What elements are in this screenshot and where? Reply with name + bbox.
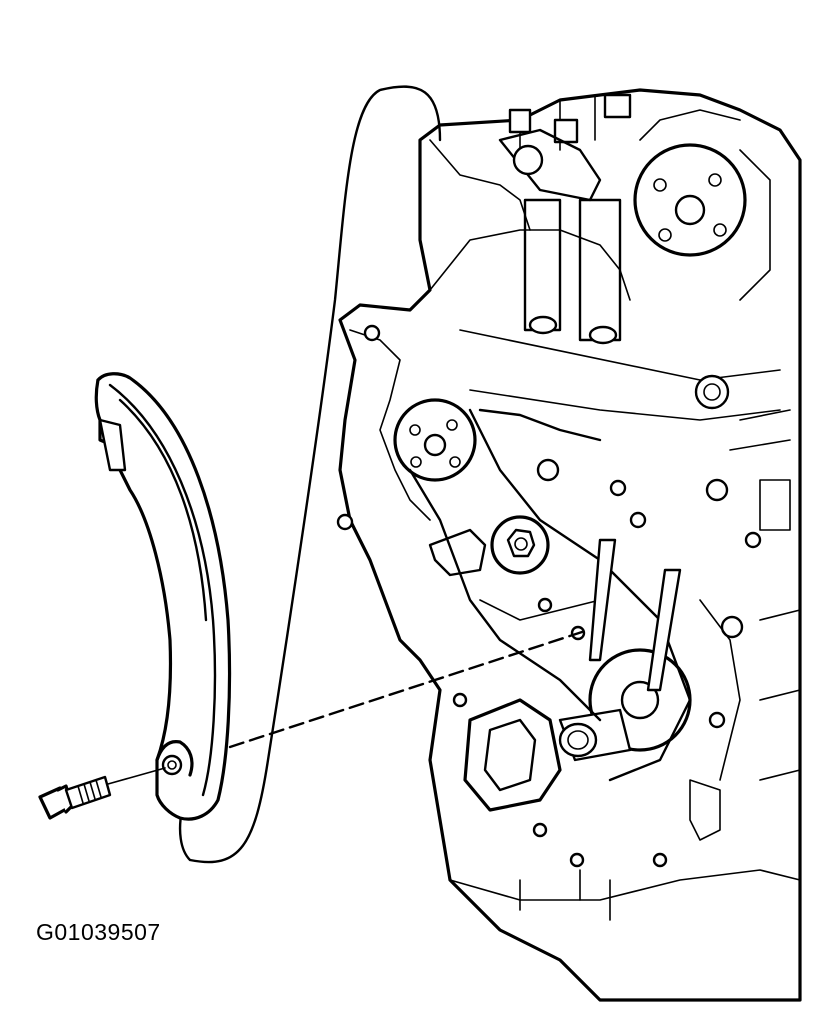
mounting-bolt xyxy=(38,767,166,820)
engine-block xyxy=(336,88,802,1002)
callout-outline xyxy=(178,85,442,864)
figure-id-label: G01039507 xyxy=(36,919,161,945)
timing-chain-guide xyxy=(94,372,232,821)
leader-line xyxy=(228,630,584,749)
